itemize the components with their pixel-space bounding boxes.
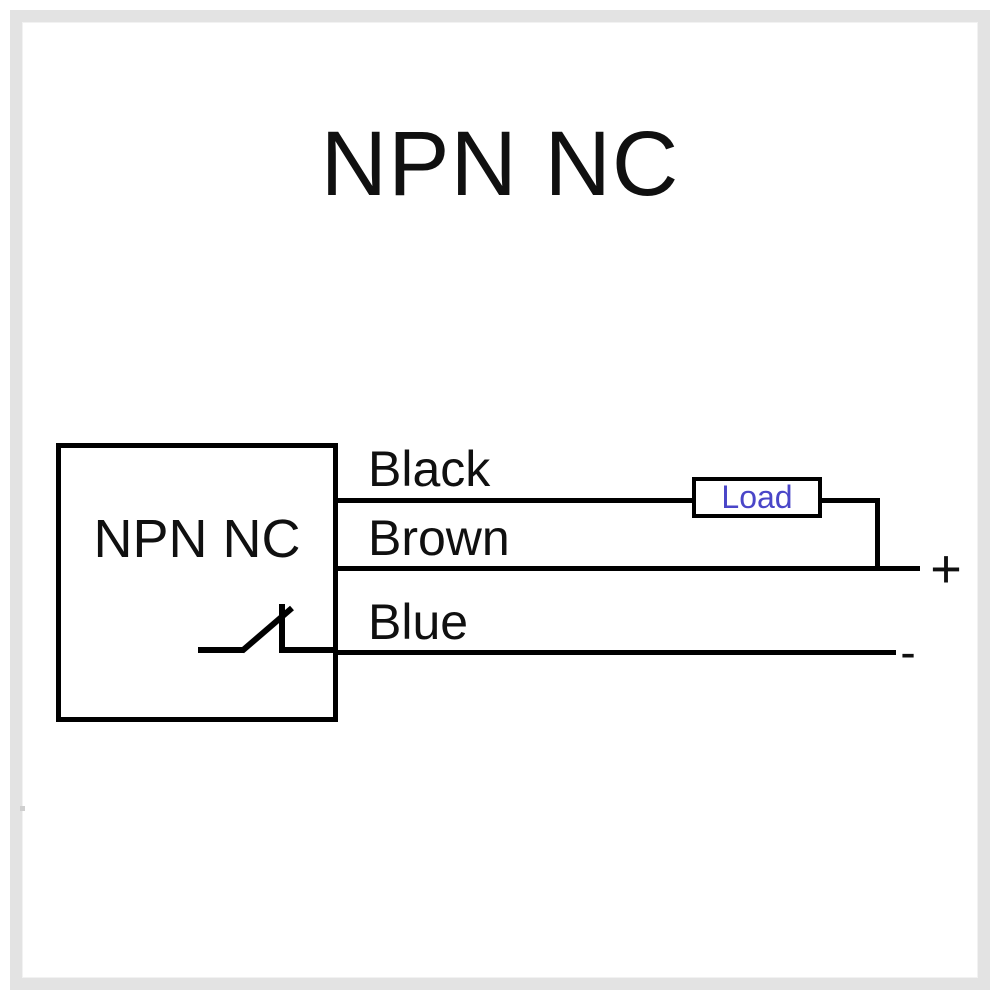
page-title: NPN NC bbox=[320, 113, 680, 215]
normally-closed-switch-icon bbox=[198, 604, 336, 654]
wire-line-black-right bbox=[820, 498, 880, 503]
wire-line-black-left bbox=[338, 498, 694, 503]
wire-line-blue bbox=[338, 650, 896, 655]
wire-label-blue: Blue bbox=[368, 594, 469, 650]
terminal-positive: + bbox=[930, 539, 962, 599]
wire-label-brown: Brown bbox=[368, 510, 510, 566]
sensor-body-label: NPN NC bbox=[93, 509, 301, 569]
sensor-body-box bbox=[56, 443, 338, 722]
load-label: Load bbox=[721, 479, 793, 515]
wire-line-brown bbox=[338, 566, 920, 571]
wire-line-black-drop bbox=[875, 498, 880, 571]
terminal-negative: - bbox=[900, 626, 916, 678]
load-box bbox=[692, 477, 822, 518]
scan-artifact-speck bbox=[20, 806, 25, 811]
wire-label-black: Black bbox=[368, 441, 491, 497]
